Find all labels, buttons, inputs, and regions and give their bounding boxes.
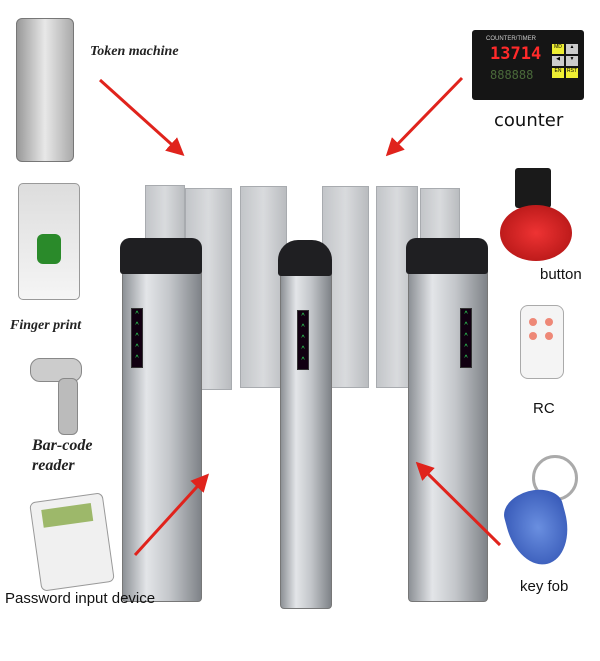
counter-header: COUNTER/TIMER xyxy=(486,36,536,42)
direction-indicator-icon: ^^^^^ xyxy=(131,308,143,368)
counter-key: RST xyxy=(566,68,578,78)
key-fob-label: key fob xyxy=(520,578,569,595)
counter-label: counter xyxy=(494,110,564,131)
cabinet-top xyxy=(406,238,488,274)
glass-panel xyxy=(240,186,287,388)
arrow-password-device xyxy=(133,473,210,557)
arrow-token-machine xyxy=(98,78,185,157)
counter-sub-value: 888888 xyxy=(490,68,534,82)
barcode-reader-handle xyxy=(58,378,78,435)
cabinet-top xyxy=(120,238,202,274)
turnstile-cabinet-right xyxy=(408,260,488,602)
emergency-button-body xyxy=(515,168,551,208)
password-device-label: Password input device xyxy=(5,590,156,607)
barcode-reader-label: Bar-code reader xyxy=(32,436,92,476)
barcode-label-line2: reader xyxy=(32,457,75,474)
counter-key: ▼ xyxy=(566,56,578,66)
counter-key: ◀ xyxy=(552,56,564,66)
cabinet-top xyxy=(278,240,332,276)
emergency-button-image xyxy=(500,205,572,261)
direction-indicator-icon: ^^^^^ xyxy=(297,310,309,370)
arrow-key-fob xyxy=(415,461,502,547)
arrow-counter xyxy=(385,76,464,157)
direction-indicator-icon: ^^^^^ xyxy=(460,308,472,368)
token-machine-image xyxy=(16,18,74,162)
token-machine-label: Token machine xyxy=(90,44,179,59)
fingerprint-icon xyxy=(37,234,61,264)
counter-image: COUNTER/TIMER 13714 888888 MD ▲ ◀ ▼ EN R… xyxy=(472,30,584,100)
counter-key: MD xyxy=(552,44,564,54)
counter-value: 13714 xyxy=(490,44,542,64)
barcode-label-line1: Bar-code xyxy=(32,437,93,454)
fingerprint-reader-image xyxy=(18,183,80,300)
counter-key: ▲ xyxy=(566,44,578,54)
button-label: button xyxy=(540,266,582,283)
remote-control-image xyxy=(520,305,564,379)
finger-print-label: Finger print xyxy=(10,318,82,333)
rc-label: RC xyxy=(533,400,555,417)
counter-key: EN xyxy=(552,68,564,78)
